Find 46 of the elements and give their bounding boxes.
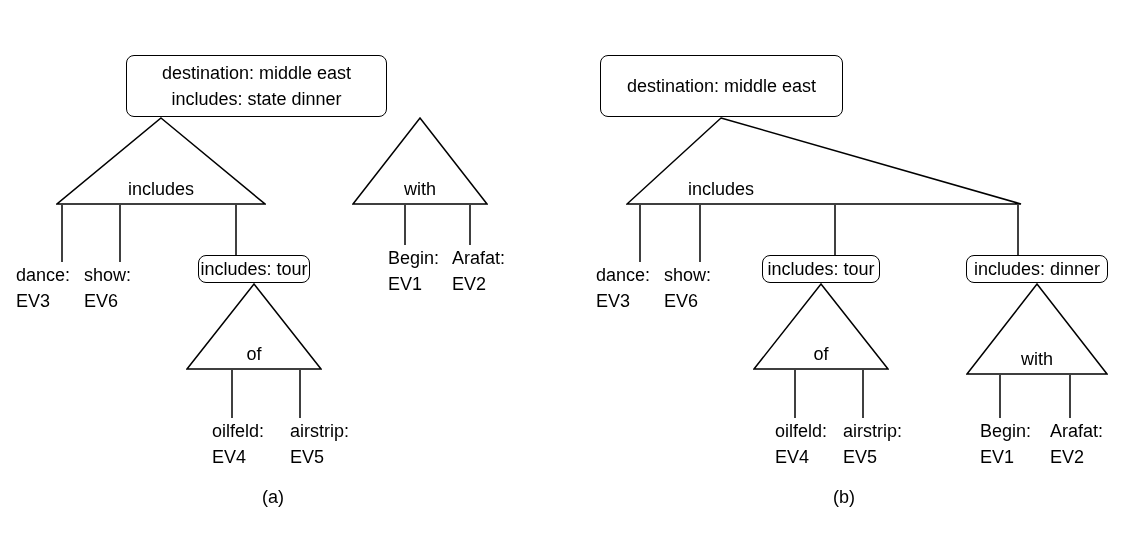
leaf-label: show: EV6 bbox=[664, 262, 720, 314]
leaf-label: oilfeld: EV4 bbox=[212, 418, 278, 470]
connector-line bbox=[231, 369, 233, 419]
triangle-label: of bbox=[246, 343, 262, 366]
connector-line bbox=[794, 369, 796, 419]
leaf-label: oilfeld: EV4 bbox=[775, 418, 841, 470]
connector-line bbox=[1017, 204, 1019, 256]
leaf-label: airstrip: EV5 bbox=[290, 418, 360, 470]
connector-line bbox=[299, 369, 301, 419]
connector-line bbox=[834, 204, 836, 256]
triangle-node bbox=[626, 117, 1022, 205]
leaf-label: dance: EV3 bbox=[16, 262, 76, 314]
connector-line bbox=[1069, 374, 1071, 419]
rounded-box: includes: tour bbox=[198, 255, 310, 283]
rounded-box: includes: dinner bbox=[966, 255, 1108, 283]
triangle-label: includes bbox=[128, 178, 194, 201]
connector-line bbox=[469, 204, 471, 246]
connector-line bbox=[235, 204, 237, 256]
rounded-box: includes: tour bbox=[762, 255, 880, 283]
panel-label: (b) bbox=[833, 486, 855, 509]
triangle-label: with bbox=[404, 178, 436, 201]
connector-line bbox=[699, 204, 701, 263]
rounded-box: destination: middle east includes: state dinner bbox=[126, 55, 387, 117]
connector-line bbox=[862, 369, 864, 419]
leaf-label: airstrip: EV5 bbox=[843, 418, 913, 470]
triangle-node bbox=[753, 283, 889, 370]
rounded-box: destination: middle east bbox=[600, 55, 843, 117]
leaf-label: dance: EV3 bbox=[596, 262, 656, 314]
connector-line bbox=[61, 204, 63, 263]
leaf-label: Begin: EV1 bbox=[388, 245, 444, 297]
panel-label: (a) bbox=[262, 486, 284, 509]
connector-line bbox=[119, 204, 121, 263]
connector-line bbox=[999, 374, 1001, 419]
connector-line bbox=[639, 204, 641, 263]
leaf-label: Arafat: EV2 bbox=[1050, 418, 1112, 470]
triangle-node bbox=[352, 117, 488, 205]
triangle-node bbox=[56, 117, 266, 205]
connector-line bbox=[404, 204, 406, 246]
triangle-label: includes bbox=[688, 178, 754, 201]
leaf-label: Begin: EV1 bbox=[980, 418, 1036, 470]
triangle-label: with bbox=[1021, 348, 1053, 371]
triangle-node bbox=[966, 283, 1108, 375]
triangle-label: of bbox=[813, 343, 829, 366]
leaf-label: Arafat: EV2 bbox=[452, 245, 514, 297]
triangle-node bbox=[186, 283, 322, 370]
leaf-label: show: EV6 bbox=[84, 262, 140, 314]
